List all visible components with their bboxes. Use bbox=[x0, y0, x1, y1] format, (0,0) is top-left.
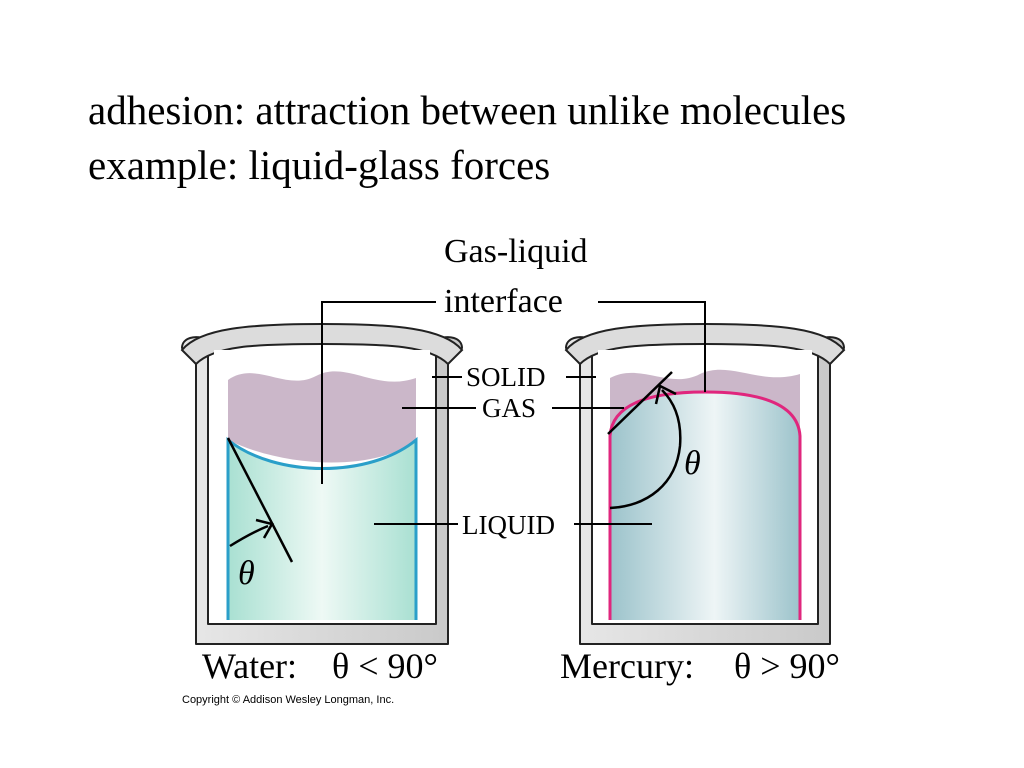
solid-label: SOLID bbox=[466, 362, 546, 392]
water-angle-arrowhead bbox=[255, 518, 274, 539]
heading-line-1: adhesion: attraction between unlike mole… bbox=[88, 87, 847, 133]
gas-label: GAS bbox=[482, 393, 536, 423]
water-angle-arc bbox=[229, 524, 269, 548]
interface-label-line2: interface bbox=[444, 283, 563, 320]
mercury-angle-arrowhead bbox=[654, 384, 677, 405]
water-liquid bbox=[228, 440, 416, 620]
interface-leader-right bbox=[598, 301, 706, 392]
mercury-caption-relation: θ > 90° bbox=[734, 646, 840, 686]
liquid-label: LIQUID bbox=[462, 510, 555, 540]
mercury-beaker bbox=[564, 322, 846, 645]
interface-leader-left bbox=[321, 301, 436, 484]
heading-line-2: example: liquid-glass forces bbox=[88, 142, 551, 188]
water-contact-tangent bbox=[226, 437, 294, 563]
water-caption-prefix: Water: bbox=[202, 646, 297, 686]
water-theta-label: θ bbox=[238, 555, 255, 592]
copyright-notice: Copyright © Addison Wesley Longman, Inc. bbox=[182, 694, 394, 706]
mercury-liquid bbox=[610, 392, 800, 620]
mercury-caption-prefix: Mercury: bbox=[560, 646, 694, 686]
interface-label-line1: Gas-liquid bbox=[444, 233, 588, 270]
mercury-theta-label: θ bbox=[684, 445, 701, 482]
mercury-contact-tangent bbox=[607, 371, 673, 435]
water-caption-relation: θ < 90° bbox=[332, 646, 438, 686]
mercury-angle-arc bbox=[609, 389, 682, 510]
